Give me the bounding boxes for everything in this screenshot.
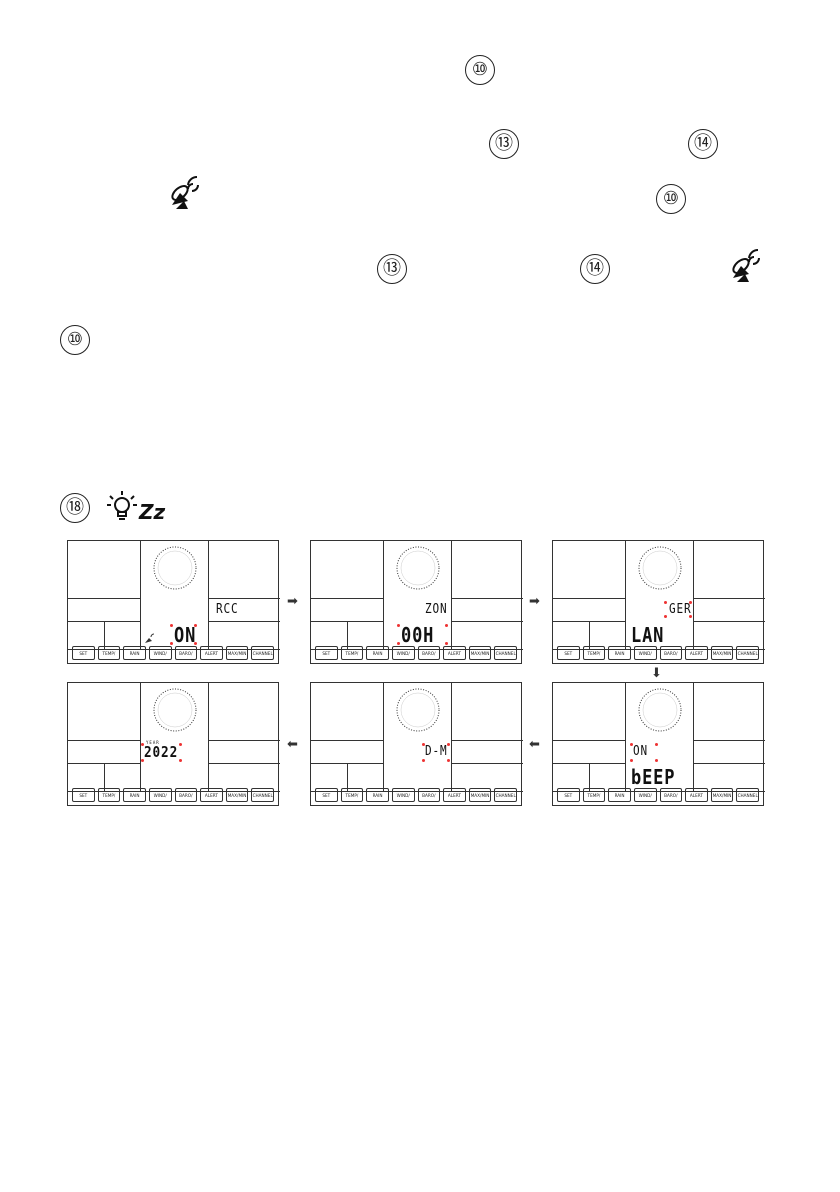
baro-button[interactable]: BARO/ xyxy=(417,646,441,660)
alert-button[interactable]: ALERT xyxy=(200,646,223,660)
panel-top-text: GER xyxy=(669,602,692,617)
alert-button[interactable]: ALERT xyxy=(685,646,708,660)
marker-10-row3: ⑩ xyxy=(656,184,686,214)
button-row: SET TEMP/ RAIN WIND/ BARO/ ALERT MAX/MIN… xyxy=(72,788,274,802)
alert-button[interactable]: ALERT xyxy=(200,788,223,802)
maxmin-button[interactable]: MAX/MIN xyxy=(468,788,492,802)
marker-13-row4: ⑬ xyxy=(377,254,407,284)
compass-dial xyxy=(153,546,197,590)
satellite-dish-icon-2 xyxy=(732,248,760,282)
channel-button[interactable]: CHANNEL xyxy=(494,646,517,660)
alert-button[interactable]: ALERT xyxy=(443,646,466,660)
display-panel-1: RCC ON SET TEMP/ RAIN WIND/ BARO/ ALERT … xyxy=(67,540,280,664)
panel-top-text: RCC xyxy=(216,602,239,617)
maxmin-button[interactable]: MAX/MIN xyxy=(225,646,249,660)
marker-13-row2: ⑬ xyxy=(489,129,519,159)
marker-14-row4: ⑭ xyxy=(580,254,610,284)
baro-button[interactable]: BARO/ xyxy=(174,788,198,802)
button-row: SET TEMP/ RAIN WIND/ BARO/ ALERT MAX/MIN… xyxy=(557,646,759,660)
panel-main-text: ON xyxy=(633,744,649,759)
channel-button[interactable]: CHANNEL xyxy=(494,788,517,802)
arrow-left-2: ⬅ xyxy=(529,737,540,752)
marker-14-row2: ⑭ xyxy=(688,129,718,159)
temp-button[interactable]: TEMP/ xyxy=(97,646,121,660)
set-button[interactable]: SET xyxy=(557,646,580,660)
panel-bottom-text: bEEP xyxy=(631,765,676,789)
arrow-right-1: ➡ xyxy=(287,594,298,609)
panel-main-text: 2022 xyxy=(144,743,179,761)
temp-button[interactable]: TEMP/ xyxy=(582,788,606,802)
set-button[interactable]: SET xyxy=(72,788,95,802)
rain-button[interactable]: RAIN xyxy=(608,788,631,802)
display-panel-5: D-M SET TEMP/ RAIN WIND/ BARO/ ALERT MAX… xyxy=(310,682,523,806)
alert-button[interactable]: ALERT xyxy=(685,788,708,802)
button-row: SET TEMP/ RAIN WIND/ BARO/ ALERT MAX/MIN… xyxy=(315,788,517,802)
display-panel-6: YEAR 2022 SET TEMP/ RAIN WIND/ BARO/ ALE… xyxy=(67,682,280,806)
display-panel-2: ZON 00H SET TEMP/ RAIN WIND/ BARO/ ALERT… xyxy=(310,540,523,664)
button-row: SET TEMP/ RAIN WIND/ BARO/ ALERT MAX/MIN… xyxy=(557,788,759,802)
compass-dial xyxy=(153,688,197,732)
alert-button[interactable]: ALERT xyxy=(443,788,466,802)
marker-10-row5: ⑩ xyxy=(60,325,90,355)
panel-top-text: ZON xyxy=(425,602,448,617)
marker-10-row1: ⑩ xyxy=(465,55,495,85)
temp-button[interactable]: TEMP/ xyxy=(582,646,606,660)
channel-button[interactable]: CHANNEL xyxy=(736,646,759,660)
panel-main-text: ON xyxy=(174,623,197,647)
arrow-down: ⬇ xyxy=(651,666,662,681)
display-panel-3: GER LAN SET TEMP/ RAIN WIND/ BARO/ ALERT… xyxy=(552,540,765,664)
channel-button[interactable]: CHANNEL xyxy=(251,646,274,660)
compass-dial xyxy=(396,688,440,732)
channel-button[interactable]: CHANNEL xyxy=(736,788,759,802)
set-button[interactable]: SET xyxy=(557,788,580,802)
panel-main-text: LAN xyxy=(631,623,665,647)
button-row: SET TEMP/ RAIN WIND/ BARO/ ALERT MAX/MIN… xyxy=(72,646,274,660)
maxmin-button[interactable]: MAX/MIN xyxy=(225,788,249,802)
set-button[interactable]: SET xyxy=(315,788,338,802)
baro-button[interactable]: BARO/ xyxy=(659,646,683,660)
rain-button[interactable]: RAIN xyxy=(366,646,389,660)
set-button[interactable]: SET xyxy=(315,646,338,660)
compass-dial xyxy=(396,546,440,590)
wind-button[interactable]: WIND/ xyxy=(148,646,172,660)
zz-icon: Zz xyxy=(139,500,166,524)
button-row: SET TEMP/ RAIN WIND/ BARO/ ALERT MAX/MIN… xyxy=(315,646,517,660)
compass-dial xyxy=(638,688,682,732)
panel-year-label: YEAR xyxy=(146,740,160,745)
bulb-icon xyxy=(107,491,137,520)
arrow-right-2: ➡ xyxy=(529,594,540,609)
wind-button[interactable]: WIND/ xyxy=(633,646,657,660)
set-button[interactable]: SET xyxy=(72,646,95,660)
wind-button[interactable]: WIND/ xyxy=(391,788,415,802)
channel-button[interactable]: CHANNEL xyxy=(251,788,274,802)
panel-main-text: D-M xyxy=(425,744,448,759)
wind-button[interactable]: WIND/ xyxy=(633,788,657,802)
rain-button[interactable]: RAIN xyxy=(123,646,146,660)
rain-button[interactable]: RAIN xyxy=(123,788,146,802)
display-panel-4: ON bEEP SET TEMP/ RAIN WIND/ BARO/ ALERT… xyxy=(552,682,765,806)
rain-button[interactable]: RAIN xyxy=(366,788,389,802)
satellite-small-icon xyxy=(145,633,155,643)
baro-button[interactable]: BARO/ xyxy=(174,646,198,660)
baro-button[interactable]: BARO/ xyxy=(659,788,683,802)
maxmin-button[interactable]: MAX/MIN xyxy=(710,646,734,660)
temp-button[interactable]: TEMP/ xyxy=(97,788,121,802)
wind-button[interactable]: WIND/ xyxy=(148,788,172,802)
wind-button[interactable]: WIND/ xyxy=(391,646,415,660)
panel-main-text: 00H xyxy=(401,623,435,647)
arrow-left-1: ⬅ xyxy=(287,737,298,752)
maxmin-button[interactable]: MAX/MIN xyxy=(468,646,492,660)
baro-button[interactable]: BARO/ xyxy=(417,788,441,802)
temp-button[interactable]: TEMP/ xyxy=(340,788,364,802)
satellite-dish-icon xyxy=(171,175,199,209)
rain-button[interactable]: RAIN xyxy=(608,646,631,660)
marker-18-row6: ⑱ xyxy=(60,493,90,523)
maxmin-button[interactable]: MAX/MIN xyxy=(710,788,734,802)
compass-dial xyxy=(638,546,682,590)
temp-button[interactable]: TEMP/ xyxy=(340,646,364,660)
